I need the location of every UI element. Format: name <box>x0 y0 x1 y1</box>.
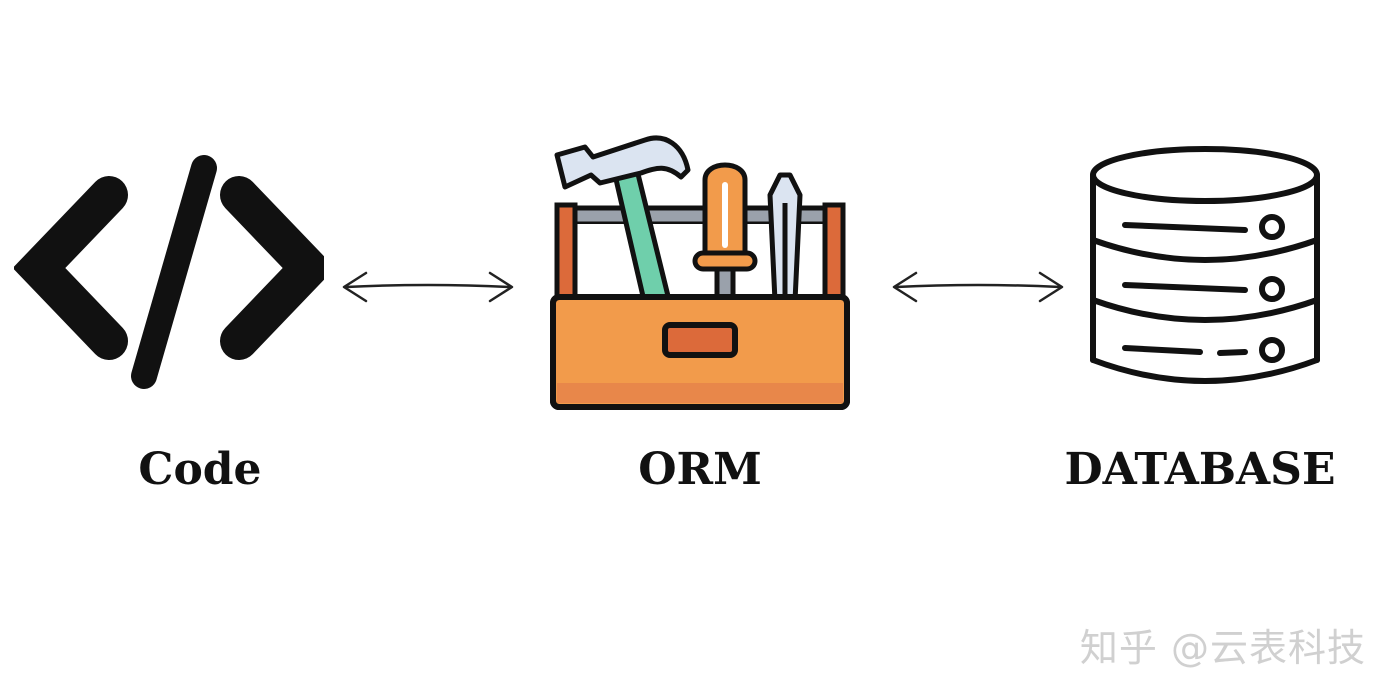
slash <box>131 155 217 389</box>
toolbox-icon <box>550 135 850 410</box>
orm-label: ORM <box>638 444 762 495</box>
arrow-orm-database <box>892 271 1064 303</box>
left-chevron <box>14 176 128 360</box>
arrow-code-orm <box>342 271 514 303</box>
code-label: Code <box>138 444 262 495</box>
watermark: 知乎 @云表科技 <box>1079 626 1366 670</box>
code-brackets-icon <box>14 155 324 389</box>
database-icon <box>1090 146 1320 384</box>
right-chevron <box>220 176 324 360</box>
database-label: DATABASE <box>1064 444 1336 495</box>
